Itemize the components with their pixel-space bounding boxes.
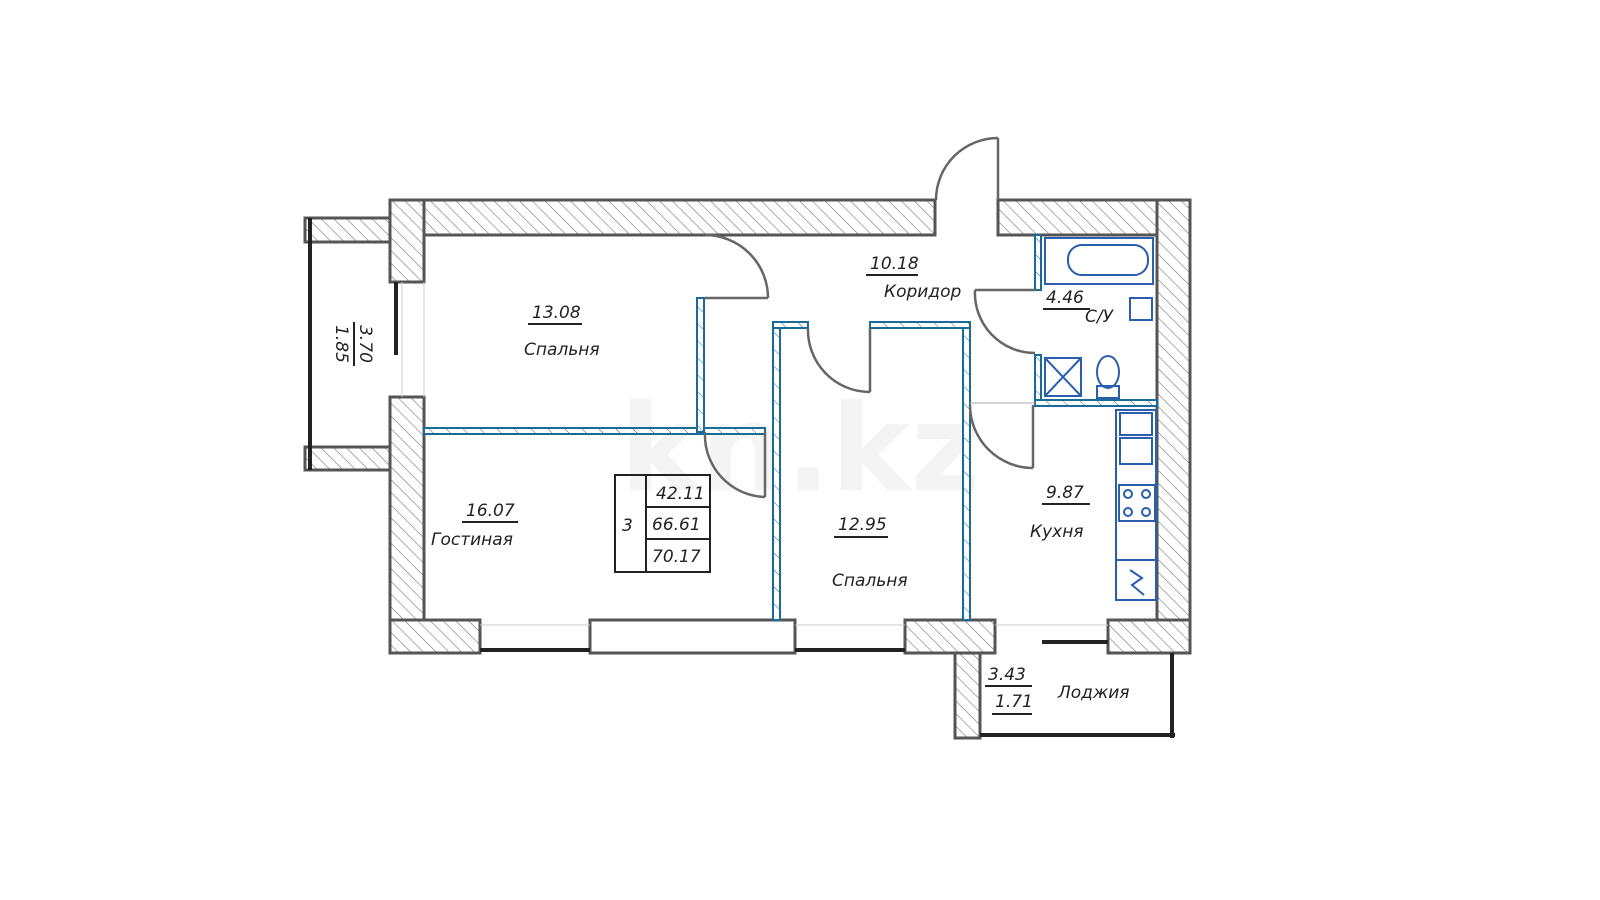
svg-text:Лоджия: Лоджия	[1057, 683, 1130, 703]
svg-text:9.87: 9.87	[1046, 483, 1084, 503]
svg-text:Спальня: Спальня	[524, 340, 600, 360]
sink-icon	[1129, 297, 1153, 321]
svg-text:1.85: 1.85	[331, 325, 351, 363]
windows	[308, 218, 1175, 738]
svg-text:С/У: С/У	[1085, 307, 1115, 327]
kitchen-fixtures	[1115, 409, 1157, 601]
area-summary-table	[614, 474, 711, 573]
room-labels: 13.08 Спальня 16.07 Гостиная 10.18 Корид…	[331, 254, 1130, 715]
window-sill-block	[588, 618, 797, 655]
stove-icon	[1118, 484, 1156, 522]
svg-text:3.43: 3.43	[988, 665, 1026, 685]
svg-text:Спальня: Спальня	[832, 571, 908, 591]
svg-text:13.08: 13.08	[532, 303, 581, 323]
watermark: kn.kz	[620, 380, 980, 519]
svg-text:16.07: 16.07	[466, 501, 515, 521]
bathroom-fixtures	[1044, 237, 1154, 399]
fridge-icon	[1115, 559, 1157, 601]
svg-text:Коридор: Коридор	[884, 282, 961, 302]
washing-machine-icon	[1044, 357, 1082, 397]
doors	[703, 136, 1036, 499]
svg-text:4.46: 4.46	[1046, 288, 1084, 308]
exterior-walls	[303, 198, 1192, 740]
svg-text:12.95: 12.95	[838, 515, 887, 535]
total-area-with-loggia: 70.17	[652, 547, 701, 567]
svg-text:Гостиная: Гостиная	[431, 530, 513, 550]
rooms-count: 3	[622, 516, 633, 536]
living-area: 42.11	[656, 484, 705, 504]
partitions	[423, 234, 1158, 621]
total-area: 66.61	[652, 515, 701, 535]
svg-text:Кухня: Кухня	[1030, 522, 1084, 542]
svg-text:3.70: 3.70	[355, 325, 375, 363]
toilet-icon	[1096, 355, 1120, 389]
bathtub-icon	[1044, 237, 1154, 285]
sink-icon	[1119, 412, 1153, 436]
svg-text:1.71: 1.71	[995, 692, 1033, 712]
svg-text:10.18: 10.18	[870, 254, 919, 274]
